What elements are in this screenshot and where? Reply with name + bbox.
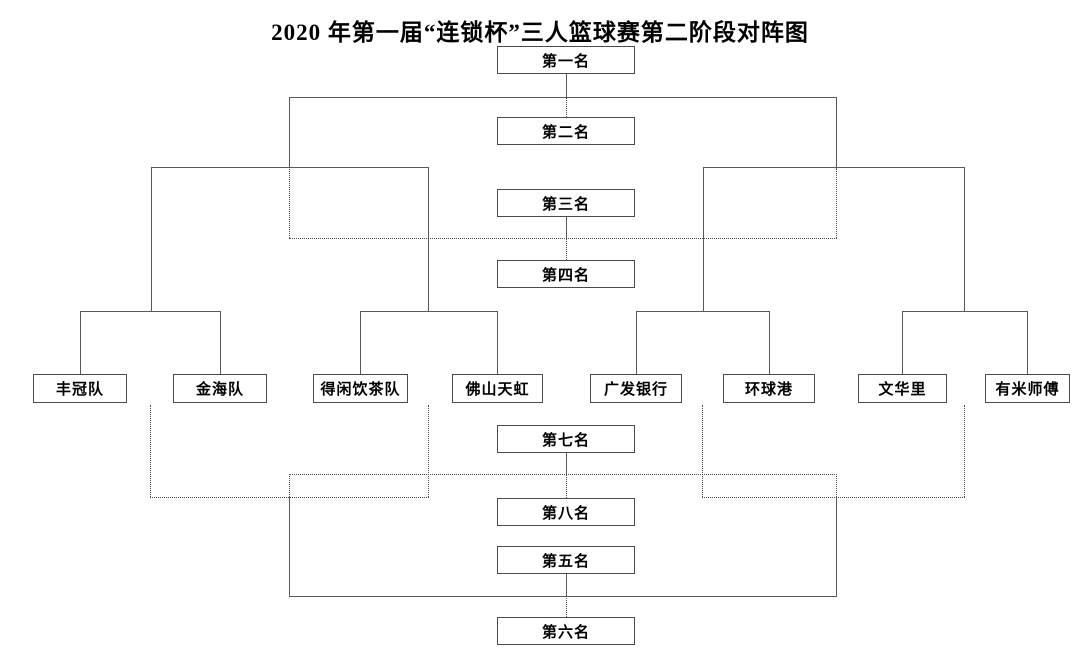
seventh-place-bracket-line [289,474,837,475]
connector-qf1-winner [151,167,152,311]
sf2-bracket-line [703,167,965,168]
stem-first-winner [566,74,567,97]
connector-qf2-loser [428,405,429,497]
fifth-place-bracket-line [289,596,837,597]
connector-consf1-loser [289,474,290,497]
qf3-bracket-line [636,311,769,312]
stem-team-2 [220,311,221,374]
third-place-bracket-line [289,238,837,239]
connector-qf4-winner [964,167,965,311]
placement-box-1: 第一名 [497,46,635,74]
connector-consf2-loser [836,474,837,497]
connector-sf2-loser [836,168,837,238]
team-box-jinhai: 金海队 [173,374,267,403]
stem-team-4 [497,311,498,374]
placement-box-6: 第六名 [497,617,635,645]
qf1-bracket-line [80,311,220,312]
team-box-dexianyincha: 得闲饮茶队 [313,374,408,403]
team-box-youmishifu: 有米师傅 [985,374,1070,403]
stem-second-loser [566,97,567,117]
stem-eighth-loser [566,474,567,498]
stem-sixth-loser [566,596,567,617]
stem-team-1 [80,311,81,374]
qf2-bracket-line [360,311,497,312]
consolation-sf2-bracket-line [702,497,965,498]
stem-third-winner [566,217,567,238]
connector-consf1-winner [289,497,290,596]
stem-seventh-winner [566,453,567,474]
placement-box-4: 第四名 [497,260,635,288]
qf4-bracket-line [902,311,1027,312]
connector-qf3-loser [702,405,703,497]
stem-team-8 [1027,311,1028,374]
stem-team-6 [769,311,770,374]
final-bracket-line [289,97,837,98]
connector-sf1-winner [289,97,290,167]
placement-box-5: 第五名 [497,546,635,574]
connector-consf2-winner [836,497,837,596]
placement-box-7: 第七名 [497,425,635,453]
stem-team-5 [636,311,637,374]
page-title: 2020 年第一届“连锁杯”三人篮球赛第二阶段对阵图 [271,20,809,45]
connector-qf3-winner [703,167,704,311]
team-box-fengguan: 丰冠队 [33,374,127,403]
connector-qf4-loser [964,405,965,497]
connector-sf2-winner [836,97,837,168]
stem-team-3 [360,311,361,374]
sf1-bracket-line [151,167,429,168]
team-box-foshantianhong: 佛山天虹 [452,374,543,403]
placement-box-3: 第三名 [497,189,635,217]
placement-box-2: 第二名 [497,117,635,145]
team-box-wenhuali: 文华里 [858,374,947,403]
stem-team-7 [902,311,903,374]
team-box-guangfayinhang: 广发银行 [590,374,682,403]
connector-sf1-loser [289,167,290,238]
stem-fourth-loser [566,238,567,260]
stem-fifth-winner [566,574,567,596]
placement-box-8: 第八名 [497,498,635,526]
connector-qf1-loser [150,405,151,497]
connector-qf2-winner [428,167,429,311]
team-box-huanqiugang: 环球港 [723,374,815,403]
